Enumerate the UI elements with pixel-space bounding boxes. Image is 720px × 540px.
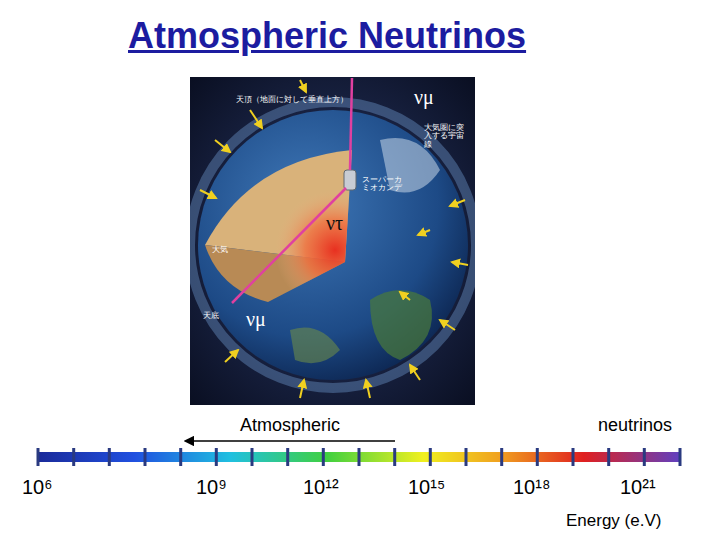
particle-label: ντ bbox=[326, 212, 343, 234]
tick-label: 10¹² bbox=[303, 476, 339, 498]
picture-note: 天底 bbox=[203, 312, 219, 320]
picture-note: スーパーカミオカンデ bbox=[362, 176, 404, 193]
tick-label: 10¹⁸ bbox=[513, 476, 550, 498]
tick-label: 10⁹ bbox=[196, 476, 227, 498]
picture-note: 天頂（地面に対して垂直上方） bbox=[236, 96, 348, 104]
axis-caption: neutrinos bbox=[598, 416, 672, 436]
direction-arrow bbox=[192, 440, 395, 442]
earth-picture bbox=[190, 77, 475, 405]
tick-label: 10¹⁵ bbox=[408, 476, 445, 498]
axis-caption: Atmospheric bbox=[240, 416, 340, 436]
picture-note: 大気圏に突入する宇宙線 bbox=[424, 124, 464, 149]
tick-label: 10⁶ bbox=[22, 476, 52, 498]
axis-title: Energy (e.V) bbox=[566, 512, 661, 531]
picture-note: 大気 bbox=[212, 246, 228, 254]
tick-label: 10²¹ bbox=[620, 476, 656, 498]
slide-title: Atmospheric Neutrinos bbox=[128, 16, 526, 56]
particle-label: νμ bbox=[414, 86, 434, 108]
axis-ticks bbox=[38, 448, 680, 466]
particle-label: νμ bbox=[246, 308, 266, 330]
